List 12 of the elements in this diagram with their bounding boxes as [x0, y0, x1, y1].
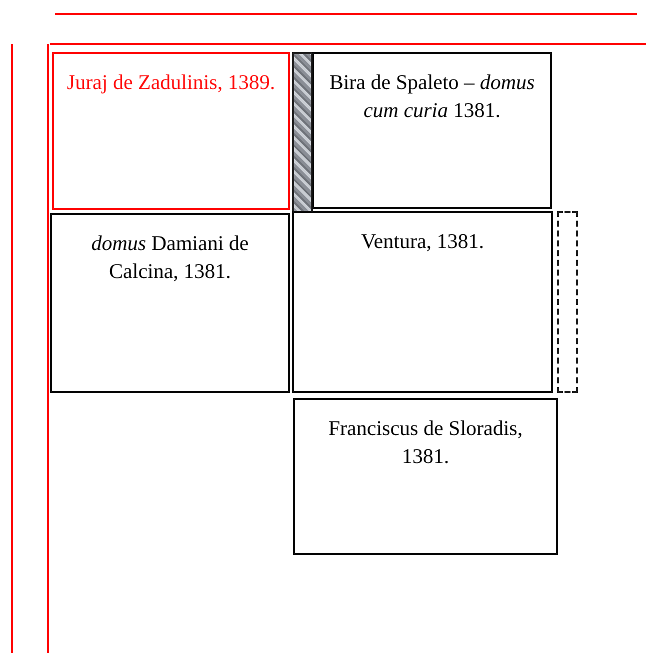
plot-label: domus Damiani de Calcina, 1381. [90, 230, 250, 285]
plot-box [293, 398, 558, 555]
plot-box [292, 211, 553, 393]
plot-box [50, 213, 290, 393]
plot-label: Franciscus de Sloradis, 1381. [327, 415, 524, 470]
plot-label: Bira de Spaleto – domus cum curia 1381. [328, 69, 536, 124]
wall-bar [292, 52, 313, 214]
plot-label: Ventura, 1381. [360, 228, 484, 255]
plot-box [52, 52, 290, 210]
plot-box [312, 52, 552, 209]
plot-label: Juraj de Zadulinis, 1389. [66, 69, 276, 96]
dashed-plot-outline [557, 211, 578, 393]
